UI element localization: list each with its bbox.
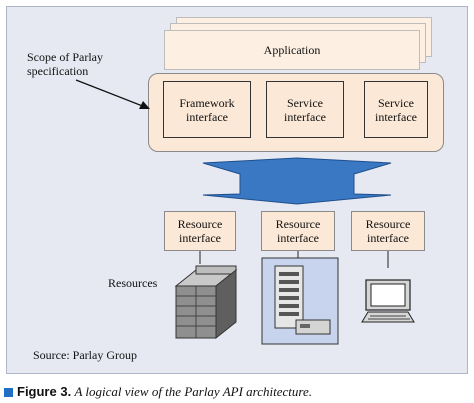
computer-terminal-icon	[361, 279, 415, 323]
service-interface-box-2: Service interface	[364, 81, 428, 138]
figure-caption: Figure 3. A logical view of the Parlay A…	[17, 384, 312, 400]
application-label: Application	[263, 43, 321, 57]
framework-interface-label: Framework interface	[179, 95, 235, 124]
resource-interface-label-1: Resource interface	[177, 217, 223, 245]
resource-interface-label-3: Resource interface	[365, 217, 411, 245]
framework-interface-box: Framework interface	[163, 81, 251, 138]
source-label: Source: Parlay Group	[33, 348, 137, 362]
application-box: Application	[164, 30, 420, 70]
caption-number: Figure 3.	[17, 384, 72, 399]
scope-label: Scope of Parlay specification	[27, 50, 103, 78]
scope-pointer-arrow	[75, 79, 150, 109]
resource-interface-label-2: Resource interface	[275, 217, 321, 245]
resource-interface-box-2: Resource interface	[261, 211, 335, 251]
resource-interface-box-1: Resource interface	[164, 211, 236, 251]
double-headed-arrow	[202, 157, 392, 205]
service-interface-label-2: Service interface	[375, 95, 417, 124]
service-interface-box-1: Service interface	[266, 81, 344, 138]
server-rack-icon	[174, 265, 238, 340]
service-interface-label-1: Service interface	[284, 95, 326, 124]
resources-label: Resources	[108, 276, 158, 290]
resource-interface-box-3: Resource interface	[351, 211, 425, 251]
server-tower-icon	[261, 257, 339, 345]
caption-text: A logical view of the Parlay API archite…	[74, 384, 312, 399]
caption-marker-icon	[4, 388, 13, 397]
